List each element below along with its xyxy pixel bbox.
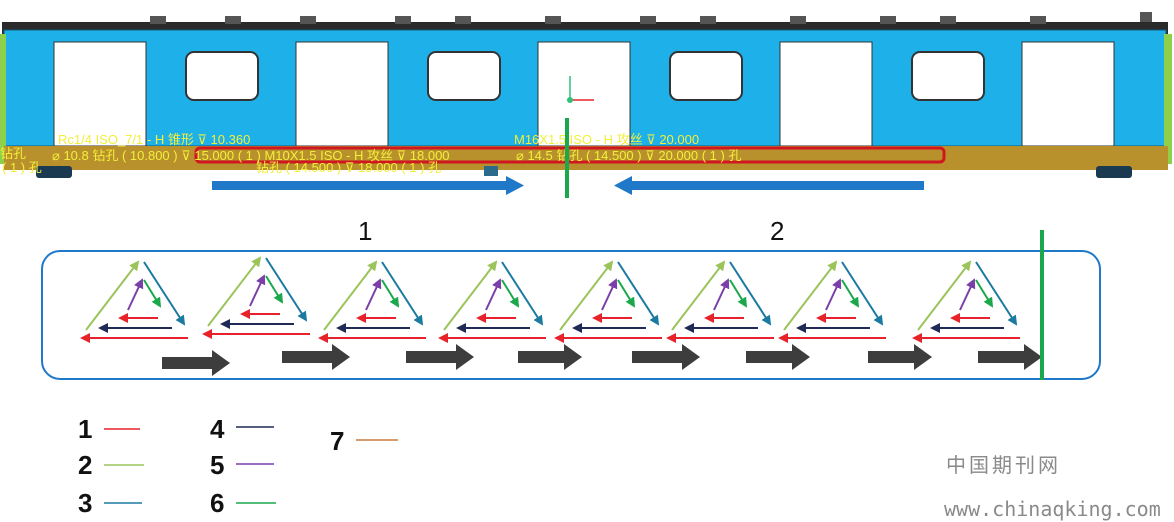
legend-item-4: 4	[210, 414, 274, 444]
process-panel	[41, 250, 1101, 380]
step-arrow-icon	[978, 344, 1042, 370]
car-doors	[53, 41, 1115, 147]
triangle-group-6	[668, 262, 774, 338]
step-arrow-icon	[518, 344, 582, 370]
bogie-right	[1096, 166, 1132, 178]
watermark-url: www.chinaqking.com	[944, 497, 1161, 521]
step-arrow-icon	[632, 344, 700, 370]
triangle-group-4	[440, 262, 546, 338]
step-arrows	[162, 344, 1042, 376]
legend-item-6: 6	[210, 488, 276, 518]
annotation-line-4: ⌀ 14.5 钻孔 ( 14.500 ) ⊽ 20.000 ( 1 ) 孔	[516, 148, 741, 163]
step-arrow-icon	[746, 344, 810, 370]
step-arrow-icon	[162, 350, 230, 376]
step-arrow-icon	[868, 344, 932, 370]
cad-annotations: Rc1/4 ISO_7/1 - H 锥形 ⊽ 10.360 ⌀ 10.8 钻孔 …	[0, 132, 741, 175]
triangle-group-2	[204, 258, 310, 334]
underbody-box	[484, 166, 498, 176]
legend-item-1: 1	[78, 414, 140, 444]
car-windows	[185, 51, 985, 101]
legend-item-2: 2	[78, 450, 144, 480]
legend-item-5: 5	[210, 450, 274, 480]
step-arrow-icon	[406, 344, 474, 370]
bogie-left	[36, 166, 72, 178]
triangle-group-3	[320, 262, 426, 338]
legend: 1 2 3 4 5 6 7	[78, 414, 398, 518]
legend-item-7: 7	[330, 426, 398, 456]
legend-label: 7	[330, 426, 344, 456]
annotation-line-3: M16X1.5 ISO - H 攻丝 ⊽ 20.000	[514, 132, 699, 147]
step-arrow-icon	[282, 344, 350, 370]
zone-label-2: 2	[770, 216, 784, 246]
right-end-cap	[1164, 34, 1172, 164]
triangle-group-8	[914, 262, 1020, 338]
rail-car	[0, 12, 1172, 178]
zone-label-1: 1	[358, 216, 372, 246]
watermark-title: 中国期刊网	[946, 453, 1061, 477]
legend-label: 5	[210, 450, 224, 480]
legend-label: 4	[210, 414, 225, 444]
annotation-left-b: ( 1 ) 孔	[2, 160, 42, 175]
highlight-frame	[194, 146, 946, 164]
legend-label: 6	[210, 488, 224, 518]
axis-gizmo-icon	[567, 76, 594, 103]
roof-vents	[150, 12, 1152, 24]
annotation-line-5: 钻孔 ( 14.500 ) ⊽ 18.000 ( 1 ) 孔	[256, 160, 441, 175]
right-arrow-icon	[212, 176, 524, 195]
legend-label: 3	[78, 488, 92, 518]
triangle-group-7	[780, 262, 886, 338]
annotation-left-a: 钻孔	[0, 146, 26, 161]
annotation-line-2: ⌀ 10.8 钻孔 ( 10.800 ) ⊽ 15.000 ( 1 ) M10X…	[52, 148, 450, 163]
legend-label: 2	[78, 450, 92, 480]
triangle-group-1	[82, 262, 188, 338]
left-end-cap	[0, 34, 6, 164]
left-arrow-icon	[614, 176, 924, 195]
legend-label: 1	[78, 414, 92, 444]
annotation-line-1: Rc1/4 ISO_7/1 - H 锥形 ⊽ 10.360	[58, 132, 250, 147]
legend-item-3: 3	[78, 488, 142, 518]
triangle-group-5	[556, 262, 662, 338]
